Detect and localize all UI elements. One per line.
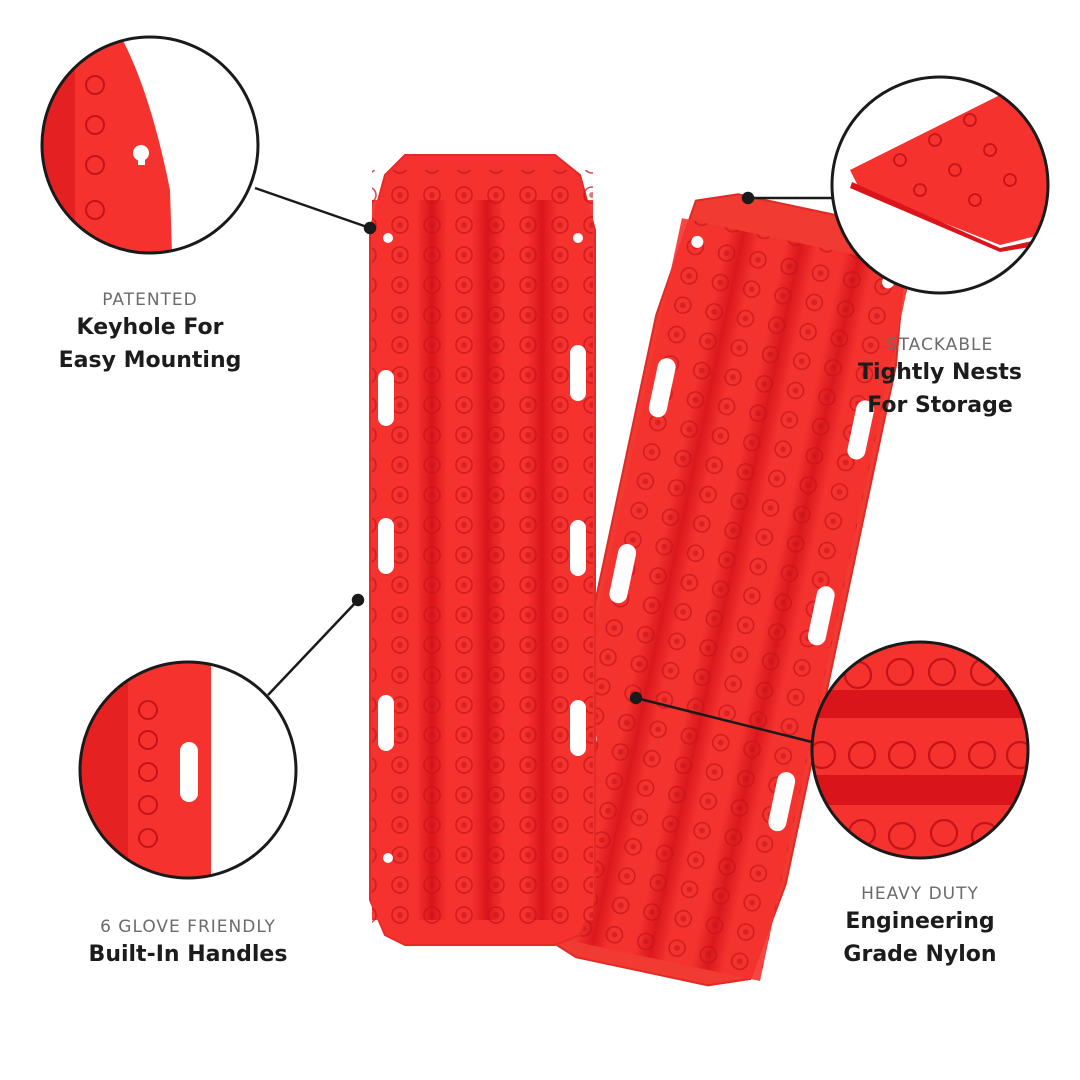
callout-title-line1: Built-In Handles xyxy=(88,942,288,967)
callout-kicker: 6 GLOVE FRIENDLY xyxy=(100,917,276,937)
callout-title-line2: Easy Mounting xyxy=(58,348,242,373)
callout-kicker: HEAVY DUTY xyxy=(861,884,979,904)
connector-lines xyxy=(254,186,832,744)
callout-keyhole: PATENTED Keyhole For Easy Mounting xyxy=(40,289,260,377)
callout-stackable: STACKABLE Tightly Nests For Storage xyxy=(830,334,1050,422)
callout-kicker: STACKABLE xyxy=(886,335,994,355)
zoom-circle-nylon xyxy=(810,640,1030,860)
callout-title-line2: For Storage xyxy=(867,393,1013,418)
recovery-board-front xyxy=(369,154,596,946)
zoom-circle-handle xyxy=(78,660,298,880)
callout-kicker: PATENTED xyxy=(102,290,198,310)
callout-nylon: HEAVY DUTY Engineering Grade Nylon xyxy=(810,883,1030,971)
zoom-circle-stackable xyxy=(830,75,1050,295)
callout-handles: 6 GLOVE FRIENDLY Built-In Handles xyxy=(58,916,318,971)
callout-title-line1: Tightly Nests xyxy=(857,360,1023,385)
callout-title-line1: Engineering xyxy=(845,909,995,934)
recovery-board-back xyxy=(530,193,912,987)
zoom-circle-keyhole xyxy=(40,35,260,255)
callout-title-line1: Keyhole For xyxy=(76,315,224,340)
callout-title-line2: Grade Nylon xyxy=(843,942,997,967)
